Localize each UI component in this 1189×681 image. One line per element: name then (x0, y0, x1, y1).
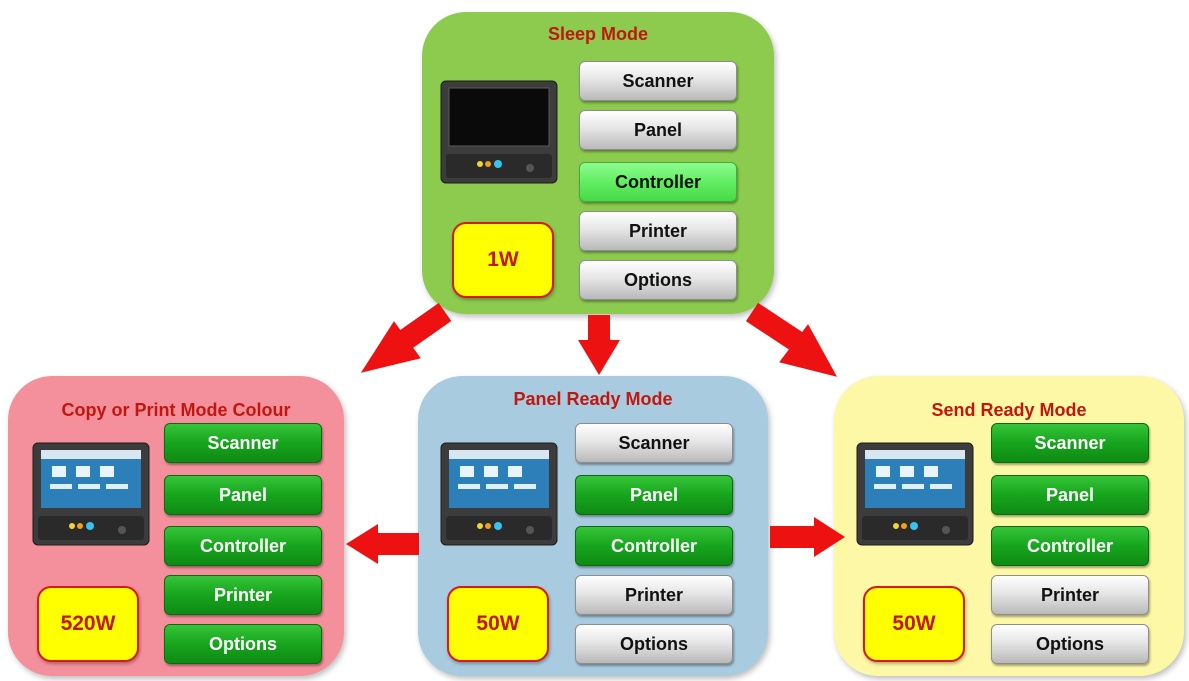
component-options: Options (991, 624, 1149, 664)
send-ready-mode-title: Send Ready Mode (931, 400, 1087, 420)
arrow-sleep-to-send (745, 302, 837, 377)
send-ready-mode-box: Send Ready Mode 50W Scanner Panel Contro… (834, 376, 1184, 676)
component-printer: Printer (991, 575, 1149, 615)
component-controller: Controller (579, 162, 737, 202)
component-scanner: Scanner (164, 423, 322, 463)
component-printer: Printer (579, 211, 737, 251)
component-printer: Printer (575, 575, 733, 615)
component-panel: Panel (164, 475, 322, 515)
sleep-mode-title: Sleep Mode (547, 24, 649, 44)
control-panel-device-icon (856, 442, 974, 546)
panel-ready-mode-title: Panel Ready Mode (513, 389, 673, 409)
arrow-sleep-to-copy (360, 302, 452, 373)
component-panel: Panel (575, 475, 733, 515)
component-scanner: Scanner (579, 61, 737, 101)
power-badge: 50W (447, 586, 549, 662)
component-options: Options (579, 260, 737, 300)
power-badge: 50W (863, 586, 965, 662)
arrow-sleep-to-panel-ready (578, 315, 620, 375)
component-panel: Panel (991, 475, 1149, 515)
copy-print-mode-title: Copy or Print Mode Colour (61, 400, 291, 420)
component-options: Options (575, 624, 733, 664)
component-scanner: Scanner (575, 423, 733, 463)
copy-print-mode-box: Copy or Print Mode Colour 520W Scanner P… (8, 376, 344, 676)
control-panel-device-icon (440, 442, 558, 546)
control-panel-device-icon (440, 80, 558, 184)
power-badge: 1W (452, 222, 554, 298)
component-printer: Printer (164, 575, 322, 615)
component-options: Options (164, 624, 322, 664)
component-panel: Panel (579, 110, 737, 150)
panel-ready-mode-box: Panel Ready Mode 50W Scanner Panel Contr… (418, 376, 768, 676)
component-controller: Controller (575, 526, 733, 566)
control-panel-device-icon (32, 442, 150, 546)
component-controller: Controller (164, 526, 322, 566)
arrow-panel-ready-to-copy (346, 524, 419, 564)
sleep-mode-box: Sleep Mode 1W Scanner Panel Controller P… (422, 12, 774, 314)
arrow-panel-ready-to-send (770, 517, 845, 557)
power-badge: 520W (37, 586, 139, 662)
component-scanner: Scanner (991, 423, 1149, 463)
component-controller: Controller (991, 526, 1149, 566)
